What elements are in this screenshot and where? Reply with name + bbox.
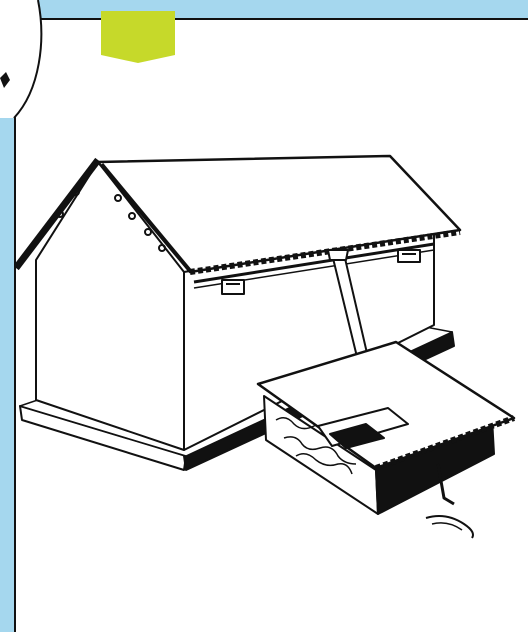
corner-panel-arc bbox=[0, 0, 60, 130]
top-frame-band bbox=[0, 0, 528, 20]
step-number bbox=[101, 11, 175, 57]
house-tank-illustration bbox=[14, 120, 528, 560]
